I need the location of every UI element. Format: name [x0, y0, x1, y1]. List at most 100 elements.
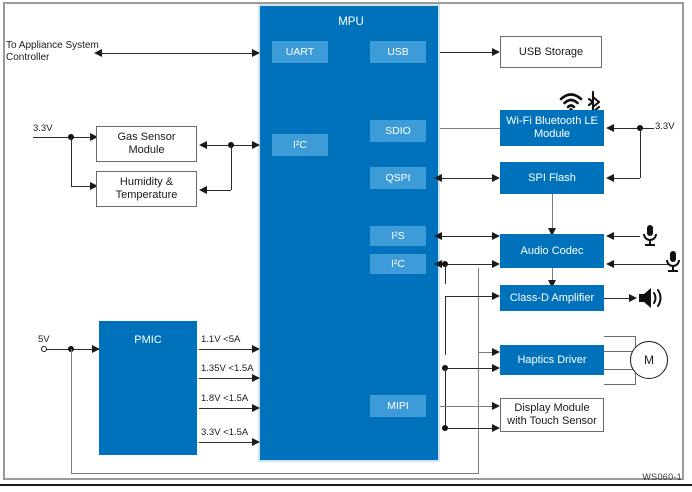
mpu-port-qspi[interactable]: QSPI	[370, 167, 426, 189]
wire-audio-classd	[552, 268, 553, 282]
supply-5v-label: 5V	[38, 334, 50, 345]
spi-flash-box[interactable]: SPI Flash	[500, 162, 604, 194]
pmic-block[interactable]: PMIC	[99, 321, 197, 455]
wire-sdio	[440, 128, 500, 129]
mpu-title: MPU	[338, 16, 364, 28]
humidity-temperature-box[interactable]: Humidity & Temperature	[96, 171, 197, 207]
humidity-line2: Temperature	[115, 189, 178, 201]
mpu-port-sdio-label: SDIO	[385, 125, 411, 137]
haptics-driver-box[interactable]: Haptics Driver	[500, 345, 604, 375]
wire-33v-right	[612, 128, 654, 129]
wire-i2c-branch-down	[231, 145, 232, 190]
motor-terminal-top	[604, 336, 636, 352]
mpu-port-i2c-left-label: I²C	[293, 139, 307, 151]
audio-codec-label: Audio Codec	[520, 244, 584, 257]
wire-5v-pmic-arrow	[92, 344, 100, 353]
wire-mic-1-arrow	[606, 231, 614, 240]
display-line2: with Touch Sensor	[507, 415, 597, 427]
mpu-port-mipi[interactable]: MIPI	[370, 395, 426, 417]
gas-sensor-line2: Module	[128, 144, 165, 156]
wire-33v-left	[33, 137, 98, 138]
wire-mic-2-arrow	[606, 259, 614, 268]
power-bus-left-vertical	[71, 349, 72, 473]
wifi-module-line2: Module	[533, 128, 571, 140]
wire-33v-humidity	[71, 186, 93, 187]
motor-terminal-bottom	[604, 369, 636, 385]
wire-i2c-classd-arrow	[492, 291, 500, 300]
wire-qspi-arrow-left	[434, 173, 442, 182]
usb-storage-box[interactable]: USB Storage	[500, 36, 602, 68]
speaker-icon	[637, 285, 667, 316]
wire-uart	[100, 53, 258, 54]
bottom-rule	[0, 484, 692, 486]
pmic-rail-4-label: 3.3V <1.5A	[201, 427, 249, 438]
wire-speaker	[604, 298, 631, 299]
haptics-label: Haptics Driver	[517, 353, 587, 366]
watermark: WS060-1	[642, 472, 682, 482]
microphone-icon-2	[663, 250, 683, 279]
audio-codec-box[interactable]: Audio Codec	[500, 234, 604, 268]
wire-spiflash-audio-arrow	[548, 228, 556, 236]
power-bus-right-vertical	[478, 268, 479, 473]
wire-rail-2	[199, 378, 258, 379]
mpu-port-uart[interactable]: UART	[272, 41, 328, 63]
mpu-port-usb-label: USB	[387, 46, 409, 58]
gas-sensor-module-box[interactable]: Gas Sensor Module	[96, 126, 197, 162]
wire-rail-1-arrow	[252, 344, 260, 353]
mpu-port-i2c-left[interactable]: I²C	[272, 134, 328, 156]
wire-i2c-haptics-arrow	[492, 363, 500, 372]
pmic-rail-2-label: 1.35V <1.5A	[201, 363, 254, 374]
class-d-label: Class-D Amplifier	[509, 291, 595, 304]
wire-i2c-mpu-arrow	[252, 140, 260, 149]
mpu-port-i2s[interactable]: I²S	[370, 226, 426, 246]
mpu-port-qspi-label: QSPI	[385, 172, 411, 184]
mpu-port-usb[interactable]: USB	[370, 41, 426, 63]
microphone-icon-1	[640, 224, 660, 253]
usb-storage-label: USB Storage	[518, 45, 584, 58]
wire-usb	[440, 52, 493, 53]
motor-icon: M	[630, 341, 668, 379]
wire-i2c-bus-down-2	[445, 296, 446, 355]
wire-33v-gas-arrow	[90, 132, 98, 141]
wire-i2c-right-arrow-right	[492, 259, 500, 268]
supply-33v-left-label: 3.3V	[33, 123, 53, 134]
wire-i2c-humidity	[206, 190, 231, 191]
humidity-line1: Humidity &	[119, 176, 174, 189]
wire-qspi-arrow-right	[492, 173, 500, 182]
wire-33v-right-down	[640, 128, 641, 178]
wifi-bluetooth-module-box[interactable]: Wi-Fi Bluetooth LE Module	[500, 110, 604, 146]
mpu-port-i2c-right-label: I²C	[391, 258, 405, 270]
pmic-rail-3-label: 1.8V <1.5A	[201, 393, 249, 404]
spi-flash-label: SPI Flash	[528, 171, 576, 184]
wire-i2s-arrow-right	[492, 231, 500, 240]
mpu-port-i2c-right[interactable]: I²C	[370, 254, 426, 274]
wire-mic-2	[612, 264, 668, 265]
wire-i2c-bus-down-3	[445, 368, 446, 428]
display-line1: Display Module	[514, 402, 590, 415]
pmic-label: PMIC	[134, 334, 162, 346]
wifi-module-line1: Wi-Fi Bluetooth LE	[506, 115, 598, 128]
wire-rail-4-arrow	[252, 437, 260, 446]
wire-rail-2-arrow	[252, 373, 260, 382]
wire-uart-arrow-left	[94, 48, 102, 57]
wire-i2c-humidity-arrow	[199, 185, 207, 194]
wire-usb-arrow	[492, 47, 500, 56]
wire-33v-wifi-arrow	[606, 123, 614, 132]
wire-mic-1	[612, 236, 640, 237]
wire-33v-spiflash	[612, 178, 640, 179]
wire-audio-classd-arrow	[548, 280, 556, 288]
wire-rail-4	[199, 442, 258, 443]
wire-rail-3-arrow	[252, 403, 260, 412]
pmic-rail-1-label: 1.1V <5A	[201, 334, 241, 345]
mpu-port-mipi-label: MIPI	[387, 400, 409, 412]
wire-i2c-display-arrow	[492, 423, 500, 432]
display-module-box[interactable]: Display Module with Touch Sensor	[500, 398, 604, 432]
wire-rail-3	[199, 408, 258, 409]
wire-speaker-arrow	[629, 293, 637, 302]
mpu-port-sdio[interactable]: SDIO	[370, 120, 426, 142]
wire-i2s	[440, 236, 493, 237]
gas-sensor-line1: Gas Sensor	[117, 131, 176, 144]
class-d-amplifier-box[interactable]: Class-D Amplifier	[500, 285, 604, 311]
wire-33v-branch-down	[71, 137, 72, 186]
